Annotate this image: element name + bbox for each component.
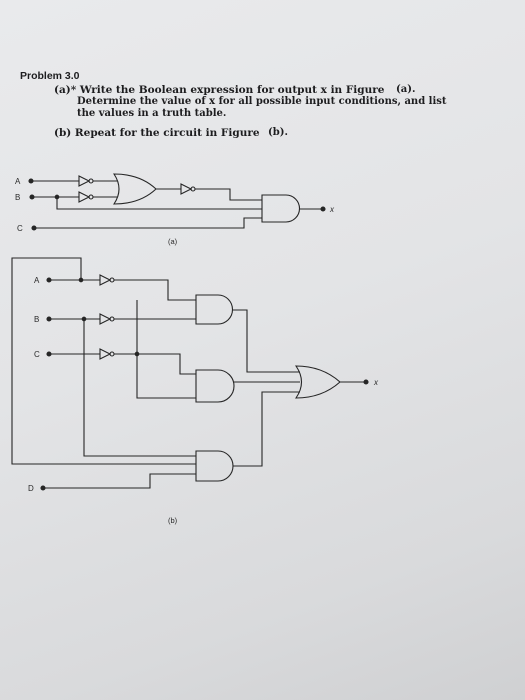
fig-a-not-a: [78, 175, 91, 187]
fig-a-input-b-label: B: [15, 193, 20, 202]
fig-b-wire-c-drop: [136, 300, 196, 399]
fig-a-or-gate: [112, 173, 157, 205]
fig-b-not-a: [99, 274, 112, 286]
fig-b-or-gate: [294, 365, 341, 399]
part-b-figure-ref: (b).: [268, 127, 288, 138]
fig-b-wire-notc: [114, 353, 196, 375]
fig-b-not-b: [99, 313, 112, 325]
fig-b-output-dot: [363, 379, 369, 385]
fig-b-and-gate-3: [195, 450, 234, 482]
part-a-text: (a)* Write the Boolean expression for ou…: [54, 84, 385, 96]
fig-a-not-or: [180, 183, 193, 195]
fig-b-wire-d: [43, 473, 196, 489]
fig-a-and-gate: [261, 194, 301, 223]
fig-b-caption: (b): [168, 516, 178, 525]
fig-a-caption: (a): [168, 237, 178, 246]
fig-b-wire-and3-out: [233, 391, 300, 467]
fig-b-and-gate-2: [195, 369, 235, 403]
figure-b: A B C D: [11, 257, 379, 525]
part-a-figure-ref: (a).: [396, 84, 416, 95]
part-a-line-3: the values in a truth table.: [77, 108, 227, 119]
fig-b-wire-b-to-and3: [83, 400, 196, 457]
part-b-text: (b) Repeat for the circuit in Figure: [54, 127, 260, 139]
fig-a-wire-b-to-and: [56, 197, 262, 210]
figure-a: A B C: [15, 173, 335, 246]
fig-b-input-d-label: D: [28, 484, 34, 493]
fig-b-input-a-label: A: [34, 276, 40, 285]
fig-b-input-c-label: C: [34, 350, 40, 359]
problem-title: Problem 3.0: [20, 70, 80, 82]
fig-b-wire-a-loop: [11, 257, 196, 465]
fig-a-output-dot: [320, 206, 326, 212]
fig-b-wire-and1-out: [232, 309, 300, 373]
fig-b-not-c: [99, 348, 112, 360]
fig-a-output-label: x: [329, 205, 335, 214]
fig-a-input-c-label: C: [17, 224, 23, 233]
fig-a-input-a-label: A: [15, 177, 21, 186]
fig-a-wire-to-and: [195, 188, 262, 201]
fig-b-input-b-label: B: [34, 315, 39, 324]
fig-b-wire-nota: [114, 279, 196, 301]
fig-b-and-gate-1: [195, 294, 233, 325]
part-a-line-2: Determine the value of x for all possibl…: [77, 96, 447, 107]
fig-a-not-b: [78, 191, 91, 203]
fig-a-wire-c: [34, 217, 262, 229]
fig-b-output-label: x: [373, 378, 379, 387]
